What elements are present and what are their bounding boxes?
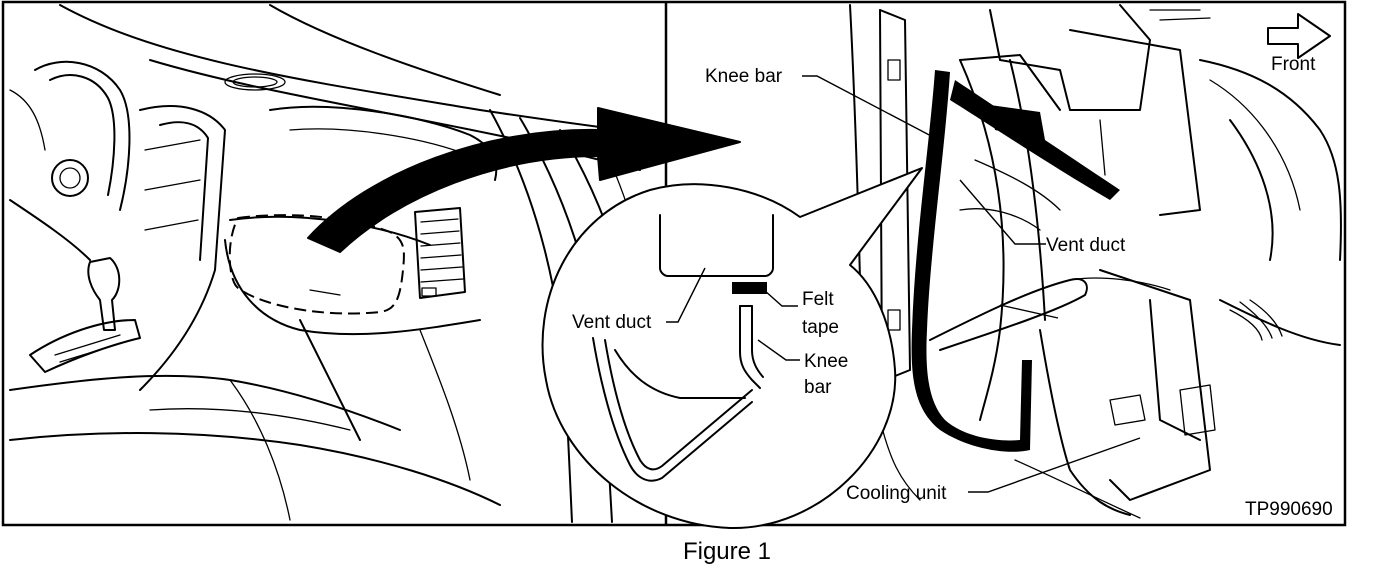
label-cooling-unit: Cooling unit bbox=[846, 483, 947, 504]
leader-lines bbox=[666, 75, 1141, 493]
label-knee: Knee bbox=[804, 351, 848, 372]
transition-arrow bbox=[307, 107, 741, 253]
label-felt: Felt bbox=[802, 289, 834, 310]
detail-cross-section bbox=[592, 214, 774, 482]
label-vent-duct-right: Vent duct bbox=[1046, 235, 1126, 256]
detail-callout bbox=[541, 167, 923, 530]
label-bar: bar bbox=[804, 377, 832, 398]
label-knee-bar-top: Knee bar bbox=[705, 66, 783, 87]
felt-tape-block bbox=[732, 282, 767, 294]
front-direction-arrow bbox=[1267, 13, 1331, 59]
figure-frame bbox=[1, 0, 1347, 527]
cooling-unit-illustration bbox=[849, 4, 1342, 519]
figure-caption: Figure 1 bbox=[683, 538, 771, 565]
label-vent-duct-detail: Vent duct bbox=[572, 312, 652, 333]
label-tape: tape bbox=[802, 317, 839, 338]
label-part-code: TP990690 bbox=[1245, 499, 1333, 520]
label-front: Front bbox=[1271, 54, 1316, 75]
